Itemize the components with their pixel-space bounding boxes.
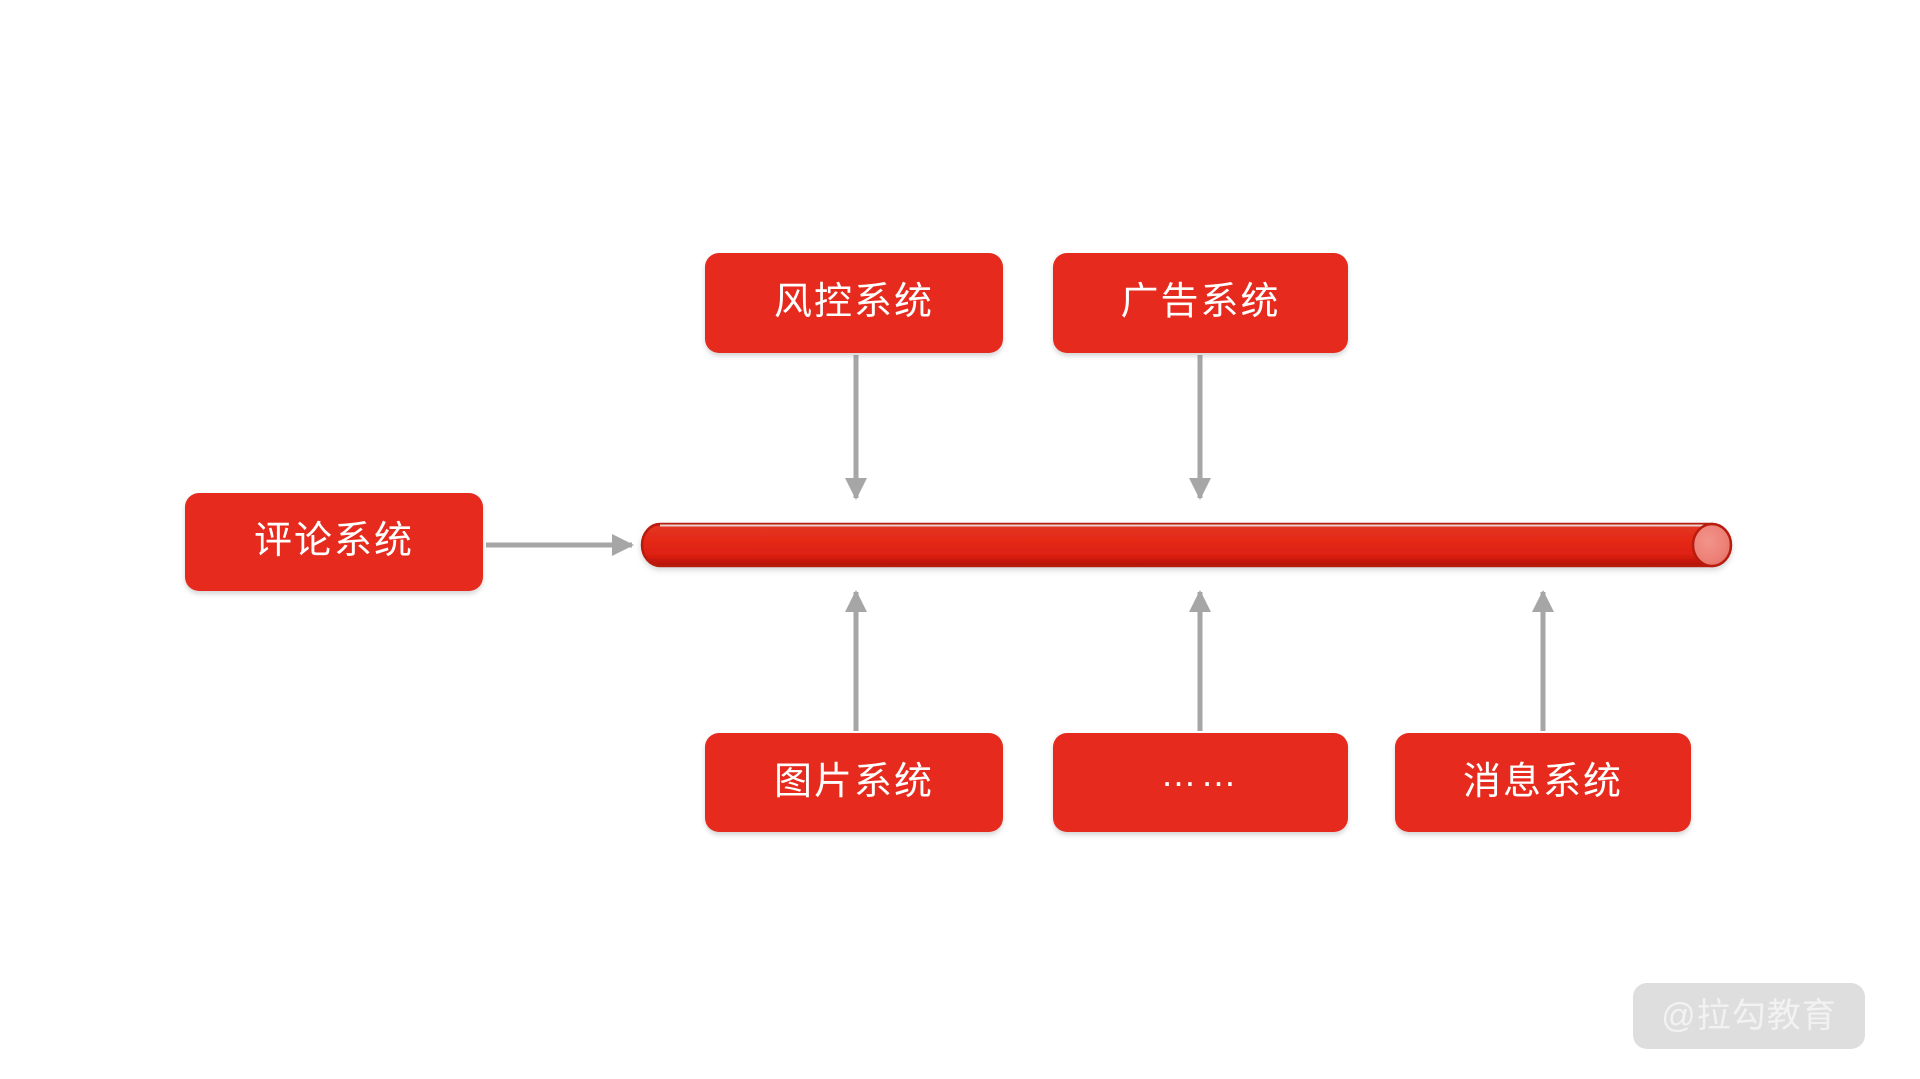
- node-image-system[interactable]: 图片系统: [705, 733, 1003, 832]
- node-ellipsis-system[interactable]: ……: [1053, 733, 1348, 832]
- watermark-text: @拉勾教育: [1661, 997, 1837, 1035]
- watermark-badge: @拉勾教育: [1633, 983, 1865, 1049]
- node-comment-system[interactable]: 评论系统: [185, 493, 483, 591]
- node-advertising-system[interactable]: 广告系统: [1053, 253, 1348, 353]
- node-image-system-label: 图片系统: [773, 760, 934, 803]
- pipe-body: [640, 522, 1714, 568]
- node-risk-control-system[interactable]: 风控系统: [705, 253, 1003, 353]
- message-queue-pipe: [640, 522, 1733, 568]
- node-comment-system-label: 评论系统: [253, 520, 414, 562]
- node-message-system-label: 消息系统: [1462, 760, 1623, 803]
- node-ellipsis-system-label: ……: [1160, 752, 1241, 794]
- node-message-system[interactable]: 消息系统: [1395, 733, 1691, 832]
- pipe-end-cap: [1691, 522, 1733, 568]
- node-risk-control-system-label: 风控系统: [773, 281, 934, 323]
- node-advertising-system-label: 广告系统: [1120, 281, 1281, 323]
